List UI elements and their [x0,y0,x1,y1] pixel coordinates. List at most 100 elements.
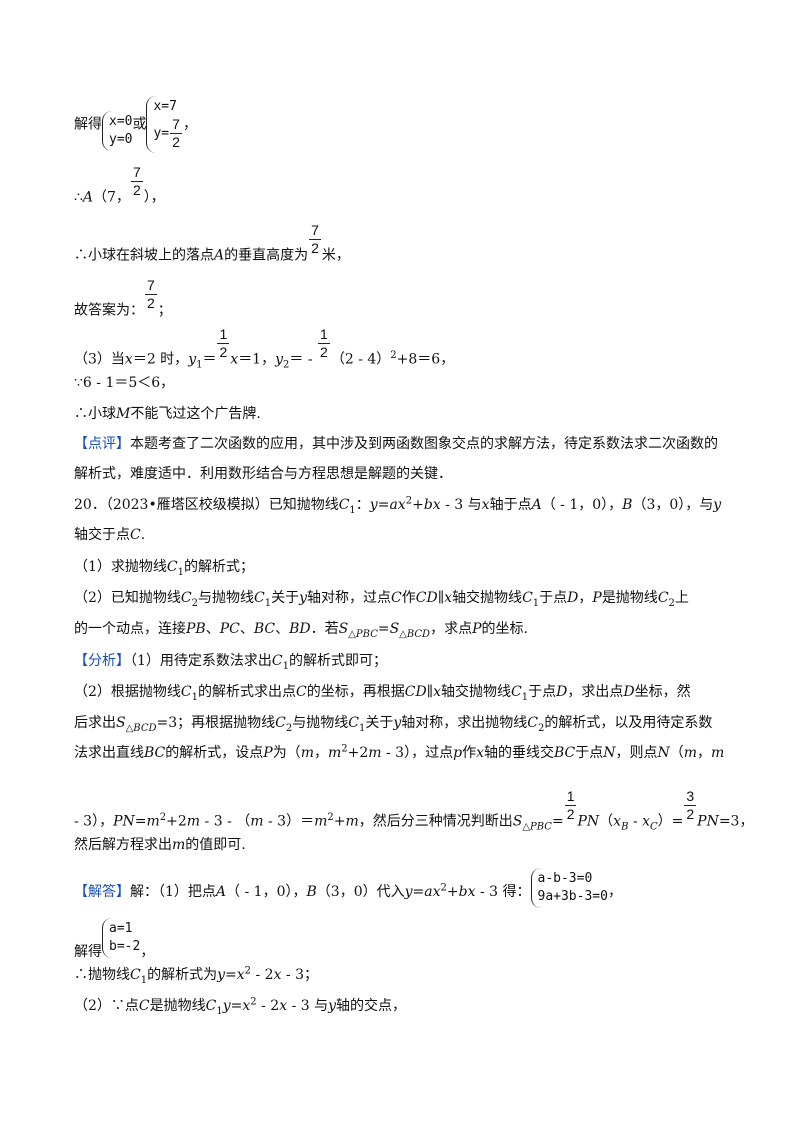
text: （1）求抛物线 [74,559,167,575]
var: PN [113,813,135,830]
var: m [683,745,698,761]
text: ， [313,745,328,761]
analysis-line-2: （2）根据抛物线C1的解析式求出点C的坐标，再根据CD∥x轴交抛物线C1于点D，… [74,681,691,703]
sub: 2 [668,597,675,609]
var: S [338,621,349,637]
text: （2）已知抛物线 [74,590,181,606]
var: y [222,998,231,1014]
text: 轴于点 [489,497,532,513]
var: m [368,745,382,761]
var: C [180,684,192,700]
var: CD [404,684,427,700]
text: 的解析式即可； [289,653,388,669]
text: - 2 [251,967,274,983]
text: ＝1， [238,351,276,368]
text: 作 [462,745,477,761]
text: ， [140,944,155,960]
text: =3；再根据抛物线 [156,715,276,731]
var: y [188,351,197,368]
var: ax [389,497,406,513]
text: （2）根据抛物线 [74,684,181,700]
var: x [242,998,251,1014]
var: C [296,684,307,700]
analysis-line-5: - 3），PN=m2+2m - 3 - （m - 3）＝m2+m，然后分三种情况… [74,788,753,839]
text: 的值即可. [185,837,246,853]
sub: △BCD [399,628,431,640]
text: ； [157,302,172,319]
sub: 2 [191,597,199,609]
text: = [551,813,564,830]
var: A [531,497,542,513]
var: x [230,351,239,368]
var: N [657,745,670,761]
text: ）， [143,189,165,206]
sub: 2 [537,722,545,734]
text: 与抛物线 [292,715,349,731]
var: m [327,745,342,761]
var: C [271,653,283,669]
var: BD [289,621,311,637]
analysis-tag: 【分析】 [74,653,130,669]
text: ， [182,116,197,133]
sub: 1 [216,1005,223,1017]
question-20-line: 20．（2023•雁塔区校级模拟）已知抛物线C1：y=ax2+bx - 3 与x… [74,494,722,516]
var: C [138,998,150,1014]
var: x [124,351,133,368]
var: bx [423,497,441,513]
sub: 1 [264,597,272,609]
text: ∴小球在斜坡上的落点 [74,247,214,264]
sub: 1 [521,691,529,703]
text: 的坐标，再根据 [306,684,405,700]
analysis-line-3: 后求出S△BCD=3；再根据抛物线C2与抛物线C1关于y轴对称，求出抛物线C2的… [74,712,712,734]
sup: 2 [390,349,397,361]
var: x [642,813,650,830]
var: C [511,684,522,700]
text: = [230,998,243,1014]
text: 上 [674,590,689,606]
text: - 3），过点 [381,745,454,761]
var: B [306,884,317,900]
text: +2 [347,745,369,761]
text: （3）当 [74,351,125,368]
text: ∴ [74,189,83,206]
eq: b=-2 [109,939,141,954]
text: + [333,813,346,830]
text: 米， [321,247,350,264]
var: A [214,247,225,264]
eq: a=1 [109,921,133,936]
text: 轴的垂线交 [483,745,554,761]
text: 20．（2023•雁塔区校级模拟）已知抛物线 [74,497,339,513]
conclusion-line: ∴小球M不能飞过这个广告牌. [74,403,261,423]
text: 的解析式为 [147,967,218,983]
text: 本题考查了二次函数的应用，其中涉及到两函数图象交点的求解方法，待定系数法求二次函… [130,436,718,452]
text: ，求出点 [567,684,624,700]
sub: △PBC [348,628,378,640]
text: 轴交抛物线 [452,590,523,606]
text: 于点 [539,590,568,606]
sub: B [621,821,629,833]
comment-line: 【点评】本题考查了二次函数的应用，其中涉及到两函数图象交点的求解方法，待定系数法… [74,433,718,453]
var: y [713,497,722,513]
text: ＝2 时， [132,351,189,368]
var: BC [553,745,576,761]
question-20-part2-line-2: 的一个动点，连接PB、PC、BC、BD．若S△PBC=S△BCD，求点P的坐标. [74,618,528,640]
sub: 1 [532,597,540,609]
sub: 2 [283,359,290,371]
text: ＝ - [289,351,318,368]
sup: 2 [327,811,334,823]
sub: 1 [191,691,199,703]
question-20-part1: （1）求抛物线C1的解析式； [74,556,254,578]
text: - [628,813,643,830]
sub: 1 [349,504,356,516]
text: 于点 [528,684,557,700]
text: 、 [205,621,220,637]
text: ： [355,497,370,513]
text: 不能飞过这个广告牌. [130,406,261,422]
